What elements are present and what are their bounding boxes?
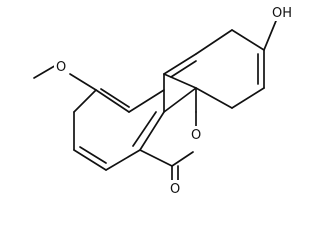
bond [163,53,197,75]
ring-oxygen-label-bg [189,126,203,142]
bond [100,88,130,108]
bond [139,149,173,167]
left-benzene-ring [73,88,165,171]
hydroxyl-label-bg [270,3,298,21]
carbonyl-oxygen-label-bg [168,180,182,196]
bond-to-hydroxyl [263,15,279,51]
right-benzene-ring [163,29,265,113]
bond-to-methoxy-oxygen [69,73,97,91]
bond [231,87,265,109]
ether-oxygen-label-bg [54,58,68,74]
bond [79,146,107,164]
carbonyl-oxygen-label: O [170,182,180,197]
bond [132,111,157,147]
bond [231,29,265,51]
bond [73,149,107,171]
bond [195,29,233,55]
ring-oxygen-label: O [191,128,201,143]
chemical-structure: OH O O O [33,3,298,197]
bond [163,73,197,89]
bond [171,151,194,167]
lactone-ring [139,87,197,193]
bond [170,60,197,78]
bond [195,87,233,109]
ether-oxygen-label: O [56,60,66,75]
bond [95,89,130,113]
bond [163,87,197,113]
bond [73,89,97,113]
bond [128,89,165,113]
bond [105,149,141,171]
hydroxyl-label: OH [272,6,292,21]
bond [139,111,165,151]
